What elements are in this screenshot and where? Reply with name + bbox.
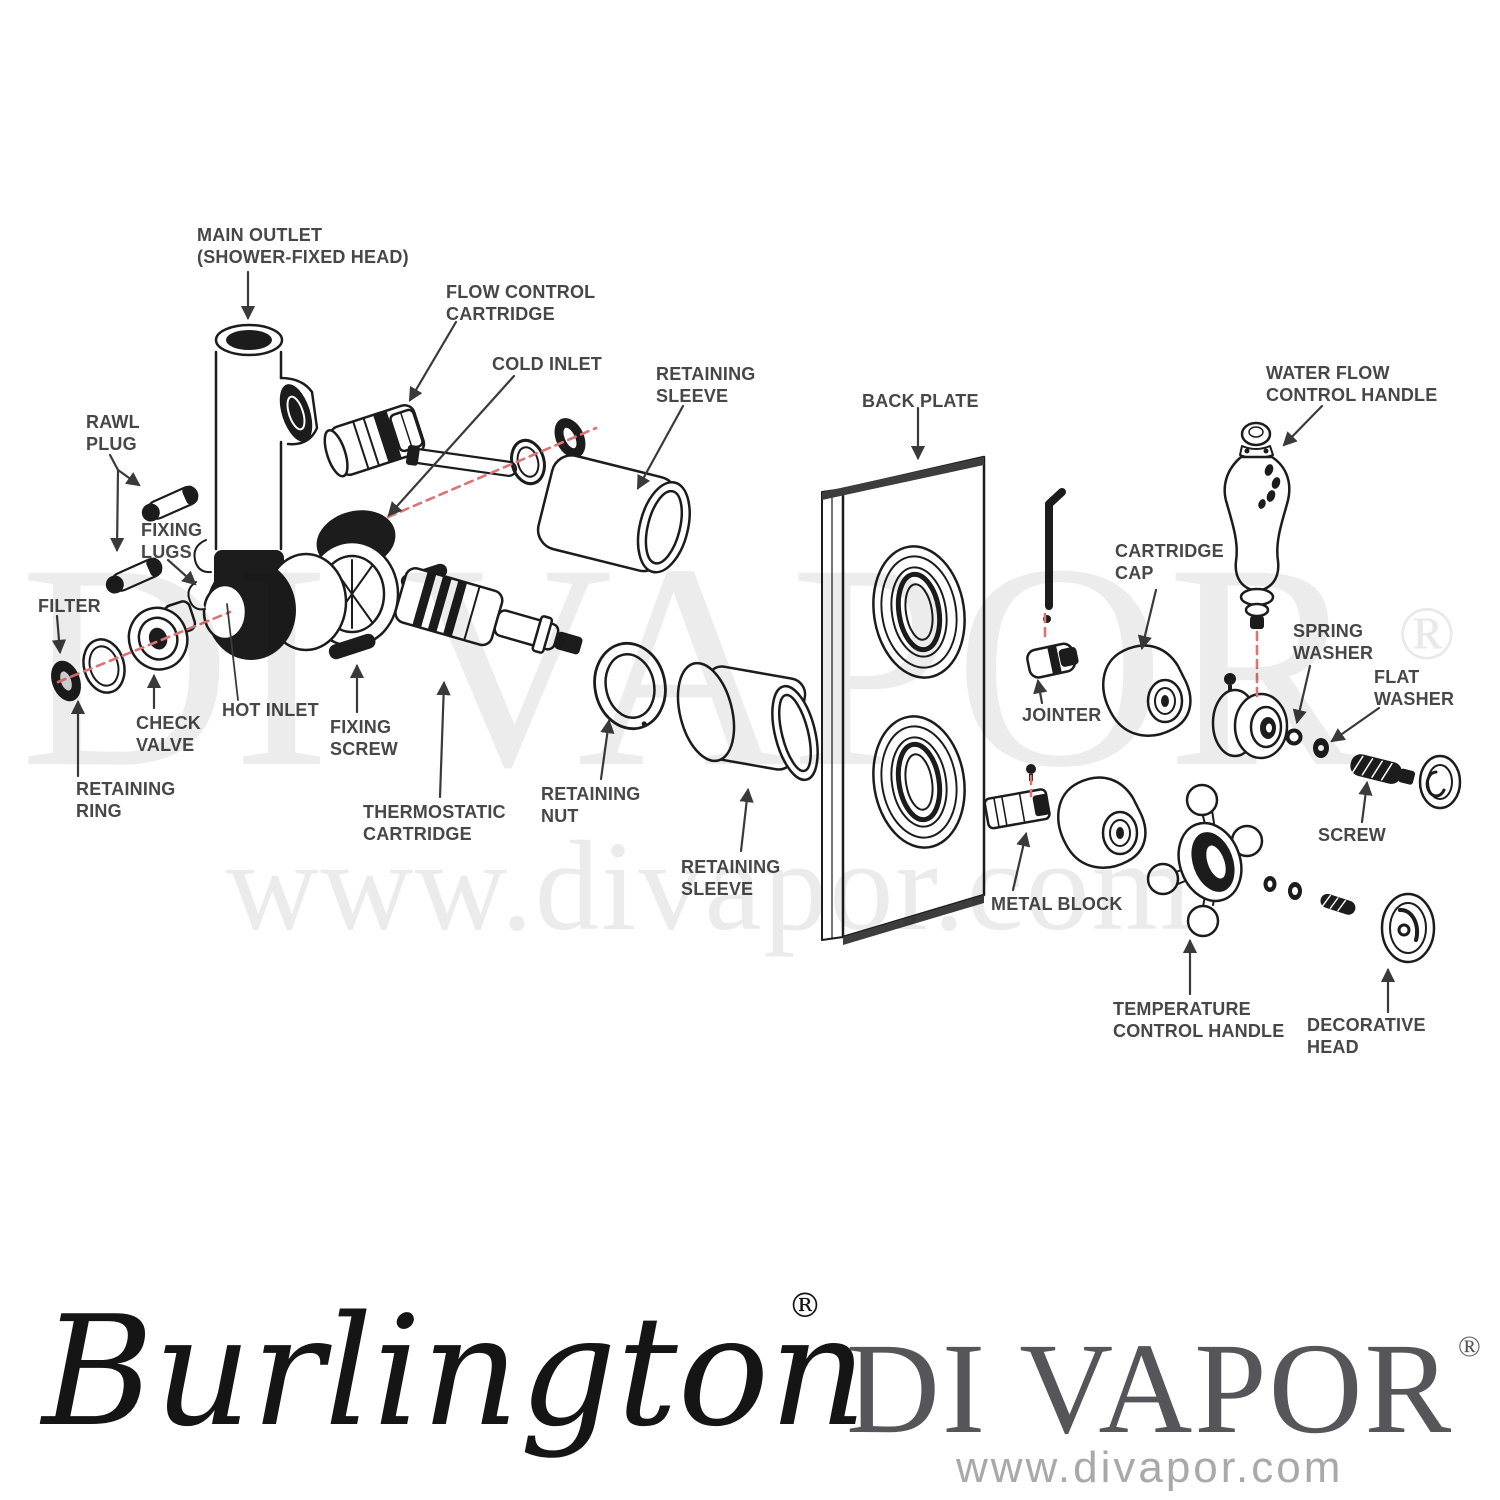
label-temperature-control-handle: TEMPERATURE CONTROL HANDLE	[1113, 999, 1285, 1041]
arrow-cartridge-cap	[1137, 588, 1158, 651]
check-valve-part	[127, 600, 197, 671]
arrow-cold-inlet	[387, 374, 516, 517]
valve-body	[187, 510, 400, 660]
screw-cap-part	[1418, 754, 1462, 810]
decorative-head-part	[1380, 892, 1436, 964]
divapor-logo: DI VAPOR	[846, 1317, 1454, 1461]
arrow-screw	[1358, 780, 1373, 824]
leader-hot-inlet	[226, 603, 239, 701]
arrow-spring-washer	[1292, 664, 1312, 725]
label-hot-inlet: HOT INLET	[222, 700, 319, 720]
grub-screw-part	[1320, 893, 1356, 915]
filter-part	[51, 660, 81, 702]
arrow-filter	[51, 614, 67, 655]
jointer-part	[1026, 642, 1079, 679]
label-water-flow-control-handle: WATER FLOW CONTROL HANDLE	[1266, 363, 1438, 405]
label-cold-inlet: COLD INLET	[492, 354, 602, 374]
water-flow-handle-part	[1223, 421, 1291, 629]
label-rawl-plug: RAWL PLUG	[86, 412, 140, 454]
arrow-retaining-sleeve-top	[636, 404, 685, 490]
retaining-ring-part	[82, 638, 126, 694]
label-retaining-nut: RETAINING NUT	[541, 784, 641, 826]
burlington-logo: Burlington	[42, 1283, 868, 1460]
label-retaining-sleeve-bottom: RETAINING SLEEVE	[681, 857, 781, 899]
arrow-retaining-sleeve-bottom	[739, 787, 754, 853]
arrow-rawl-plug-stem	[108, 453, 120, 472]
allen-key-part	[1043, 488, 1066, 623]
flat-washer-part	[1313, 738, 1329, 758]
flow-control-cartridge-part	[323, 403, 426, 478]
arrow-fixing-lugs	[166, 558, 197, 586]
metal-block-part	[983, 764, 1051, 830]
label-jointer: JOINTER	[1022, 705, 1102, 725]
label-check-valve: CHECK VALVE	[136, 713, 202, 755]
label-fixing-screw: FIXING SCREW	[330, 717, 398, 759]
cartridge-cap2-part	[1057, 776, 1147, 869]
rawl-plug-parts	[105, 485, 199, 594]
small-oring-parts	[1263, 876, 1302, 900]
label-retaining-ring: RETAINING RING	[76, 779, 176, 821]
back-plate-part	[821, 455, 986, 945]
burlington-registered-icon: ®	[788, 1286, 822, 1326]
arrow-jointer	[1033, 678, 1048, 705]
arrow-metal-block	[1011, 831, 1031, 892]
label-spring-washer: SPRING WASHER	[1293, 621, 1374, 663]
retaining-sleeve-top-part	[536, 454, 691, 574]
divapor-url: www.divapor.com	[956, 1443, 1344, 1492]
arrow-water-flow-control-handle	[1282, 404, 1324, 447]
label-decorative-head: DECORATIVE HEAD	[1307, 1015, 1426, 1057]
arrow-rawl-plug-2	[110, 468, 125, 553]
label-back-plate: BACK PLATE	[862, 391, 979, 411]
cartridge-cap-part	[1102, 644, 1192, 737]
thermostatic-cartridge-part	[394, 567, 583, 655]
label-cartridge-cap: CARTRIDGE CAP	[1115, 541, 1224, 583]
label-thermostatic-cartridge: THERMOSTATIC CARTRIDGE	[363, 802, 506, 844]
label-retaining-sleeve-top: RETAINING SLEEVE	[656, 364, 756, 406]
retaining-sleeve-bottom-part	[676, 661, 819, 782]
handle-hub-part	[1211, 673, 1289, 760]
arrow-flat-washer	[1330, 706, 1381, 743]
label-filter: FILTER	[38, 596, 101, 616]
label-flow-control-cartridge: FLOW CONTROL CARTRIDGE	[446, 282, 596, 324]
arrow-thermostatic-cartridge	[436, 680, 451, 799]
red-axis-lines	[56, 426, 1259, 798]
arrow-retaining-nut	[599, 718, 615, 781]
label-main-outlet: MAIN OUTLET (SHOWER-FIXED HEAD)	[197, 225, 409, 267]
cold-inlet-tube	[405, 444, 518, 477]
divapor-registered-icon: ®	[1458, 1330, 1481, 1363]
spring-washer-part	[1285, 728, 1303, 746]
screw-part	[1350, 754, 1416, 785]
temperature-handle-part	[1146, 783, 1264, 938]
label-screw: SCREW	[1318, 825, 1386, 845]
label-metal-block: METAL BLOCK	[991, 894, 1123, 914]
arrow-flow-control-cartridge	[408, 320, 458, 402]
arrow-rawl-plug-1	[116, 468, 141, 487]
label-fixing-lugs: FIXING LUGS	[141, 520, 203, 562]
retaining-nut-part	[593, 641, 667, 731]
label-flat-washer: FLAT WASHER	[1374, 667, 1455, 709]
